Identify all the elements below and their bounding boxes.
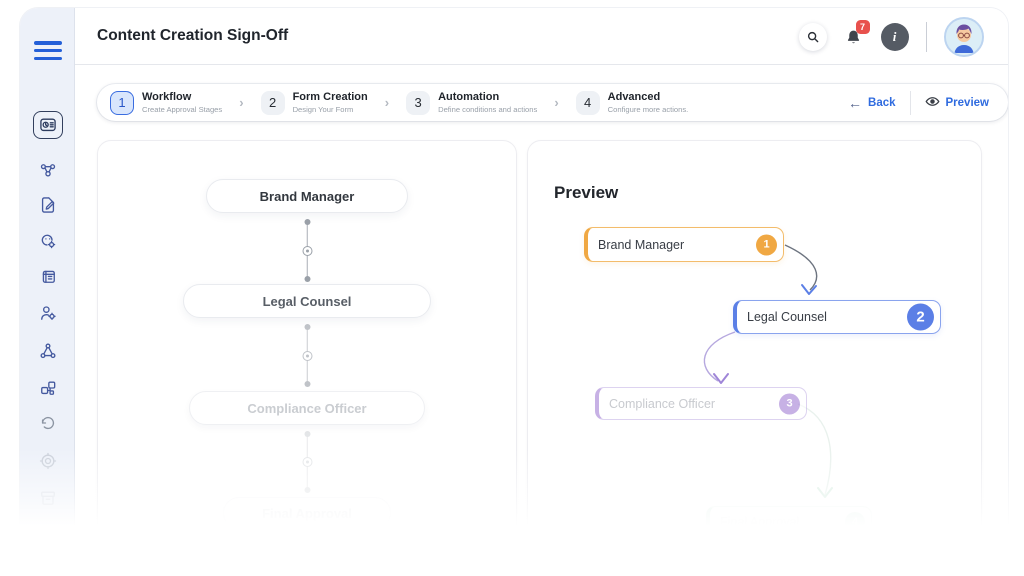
settings-icon[interactable] (37, 450, 59, 472)
step-label: Advanced (607, 90, 661, 103)
network-icon[interactable] (37, 340, 59, 362)
page-title: Content Creation Sign-Off (97, 27, 289, 44)
stage-brand-manager[interactable]: Brand Manager (206, 179, 408, 213)
preview-stage-final-approval: Final Approval 4 (706, 506, 872, 537)
user-management-icon[interactable] (37, 302, 59, 324)
header-divider (925, 21, 927, 52)
stepper-bar: 1 Workflow Create Approval Stages › 2 Fo… (97, 84, 1008, 121)
stage-connector (302, 324, 313, 387)
preview-stage-number-badge: 3 (779, 393, 800, 414)
overview-dashboard-icon[interactable] (33, 111, 63, 139)
eye-icon (925, 96, 940, 110)
workflow-builder-panel: Brand Manager Legal Counsel Compliance O… (97, 140, 517, 576)
back-button[interactable]: ← Back (848, 95, 896, 111)
step-number: 3 (406, 90, 431, 115)
step-automation[interactable]: 3 Automation Define conditions and actio… (406, 90, 538, 115)
preview-stage-number-badge: 4 (845, 511, 865, 532)
integrations-icon[interactable] (37, 377, 59, 399)
step-sublabel: Configure more actions. (607, 104, 689, 114)
preview-stage-label: Compliance Officer (609, 396, 716, 411)
step-label: Workflow (142, 90, 192, 103)
preview-button[interactable]: Preview (925, 96, 1003, 110)
preview-panel: Preview Brand Manager 1 Legal Counsel 2 … (527, 140, 982, 576)
notification-count-badge: 7 (855, 19, 870, 34)
preview-stage-legal-counsel: Legal Counsel 2 (733, 300, 941, 334)
stage-connector (302, 431, 313, 493)
preview-stage-compliance-officer: Compliance Officer 3 (595, 387, 807, 420)
search-icon[interactable] (798, 22, 827, 51)
preview-panel-title: Preview (554, 183, 619, 202)
header: Content Creation Sign-Off 7 i (75, 8, 1008, 65)
back-arrow-icon: ← (848, 94, 863, 111)
chevron-right-icon: › (239, 95, 244, 110)
hamburger-menu-icon[interactable] (34, 41, 62, 61)
preview-stage-label: Brand Manager (598, 237, 685, 252)
stage-legal-counsel[interactable]: Legal Counsel (183, 284, 431, 318)
preview-stage-number-badge: 1 (756, 234, 777, 255)
step-advanced[interactable]: 4 Advanced Configure more actions. (575, 90, 689, 115)
records-icon[interactable] (37, 265, 59, 287)
form-builder-icon[interactable] (37, 194, 59, 216)
stage-connector (302, 219, 313, 282)
stage-compliance-officer[interactable]: Compliance Officer (189, 391, 425, 425)
approval-stages-icon[interactable] (37, 159, 59, 181)
step-number: 4 (575, 90, 600, 115)
step-workflow[interactable]: 1 Workflow Create Approval Stages (110, 90, 223, 115)
step-label: Automation (438, 90, 500, 103)
more-icon[interactable] (37, 524, 59, 546)
header-actions: 7 i (798, 8, 984, 65)
step-number: 2 (260, 90, 285, 115)
notifications-bell-icon[interactable]: 7 (840, 19, 870, 51)
info-icon[interactable]: i (880, 22, 909, 51)
automation-icon[interactable] (37, 230, 59, 252)
app-window: Content Creation Sign-Off 7 i (20, 8, 1008, 576)
chevron-right-icon: › (554, 95, 559, 110)
history-icon[interactable] (37, 412, 59, 434)
stepper-divider (909, 90, 911, 115)
user-avatar[interactable] (944, 16, 984, 57)
sidebar (20, 8, 75, 576)
stage-final-approval[interactable]: Final Approval (223, 497, 391, 529)
archive-icon[interactable] (37, 487, 59, 509)
preview-stage-label: Final Approval (720, 514, 800, 529)
step-sublabel: Design Your Form (292, 104, 354, 114)
preview-label: Preview (945, 96, 989, 109)
preview-stage-brand-manager: Brand Manager 1 (584, 227, 784, 262)
step-sublabel: Create Approval Stages (142, 104, 223, 114)
preview-stage-number-badge: 2 (907, 303, 934, 331)
chevron-right-icon: › (384, 95, 390, 110)
step-label: Form Creation (292, 90, 368, 103)
step-number: 1 (110, 90, 134, 115)
step-sublabel: Define conditions and actions (438, 104, 538, 114)
preview-stage-label: Legal Counsel (747, 310, 827, 324)
back-label: Back (868, 96, 896, 109)
step-form-creation[interactable]: 2 Form Creation Design Your Form (260, 90, 368, 115)
